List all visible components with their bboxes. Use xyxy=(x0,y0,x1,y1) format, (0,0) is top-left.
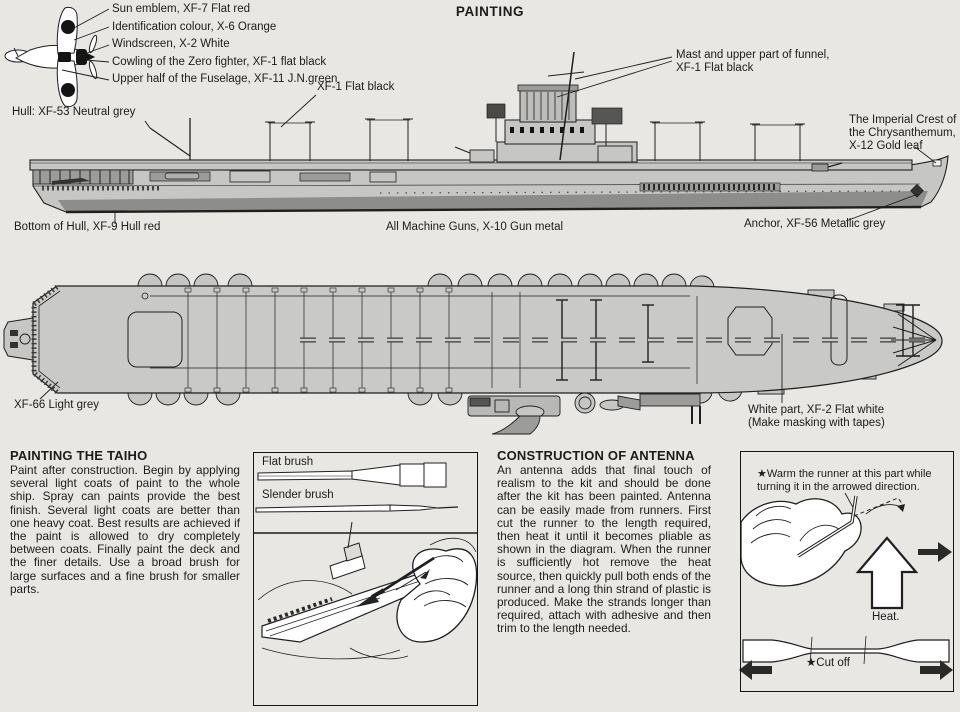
crest-label-line1: The Imperial Crest of xyxy=(849,114,957,126)
white-part-label-line2: (Make masking with tapes) xyxy=(748,417,885,429)
aircraft-label-id-colour: Identification colour, X-6 Orange xyxy=(112,21,277,33)
crest-label-line2: the Chrysanthemum, xyxy=(849,127,956,139)
heat-label: Heat. xyxy=(872,611,900,623)
slender-brush-label: Slender brush xyxy=(262,489,334,501)
painting-article-heading: PAINTING THE TAIHO xyxy=(10,448,148,463)
antenna-article-heading: CONSTRUCTION OF ANTENNA xyxy=(497,448,695,463)
white-part-label-line1: White part, XF-2 Flat white xyxy=(748,404,885,416)
mast-label-line1: Mast and upper part of funnel, xyxy=(676,49,830,61)
hull-colour-label: Hull: XF-53 Neutral grey xyxy=(12,106,136,118)
mast-label-line2: XF-1 Flat black xyxy=(676,62,754,74)
aircraft-label-windscreen: Windscreen, X-2 White xyxy=(112,38,230,50)
flat-brush-label: Flat brush xyxy=(262,456,314,468)
zero-fighter-top-view xyxy=(4,6,98,108)
deck-black-label: XF-1 Flat black xyxy=(317,81,395,93)
machine-guns-label: All Machine Guns, X-10 Gun metal xyxy=(386,221,564,233)
aircraft-label-leaders xyxy=(61,8,110,81)
crest-label-line3: X-12 Gold leaf xyxy=(849,140,923,152)
deck-grey-label: XF-66 Light grey xyxy=(14,399,100,411)
page-title: PAINTING xyxy=(455,4,525,19)
cut-off-label: ★Cut off xyxy=(806,657,850,669)
bottom-hull-label: Bottom of Hull, XF-9 Hull red xyxy=(14,221,161,233)
aircraft-label-fuselage: Upper half of the Fuselage, XF-11 J.N.gr… xyxy=(112,73,338,85)
painting-article-body: Paint after construction. Begin by apply… xyxy=(10,463,240,596)
brush-box xyxy=(253,452,478,706)
aircraft-label-cowling: Cowling of the Zero fighter, XF-1 flat b… xyxy=(112,56,327,68)
anchor-label: Anchor, XF-56 Metallic grey xyxy=(744,218,886,230)
antenna-article-body: An antenna adds that final touch of real… xyxy=(497,463,711,636)
warm-runner-note: ★Warm the runner at this part while turn… xyxy=(757,468,932,493)
aircraft-label-sun-emblem: Sun emblem, XF-7 Flat red xyxy=(112,3,251,15)
